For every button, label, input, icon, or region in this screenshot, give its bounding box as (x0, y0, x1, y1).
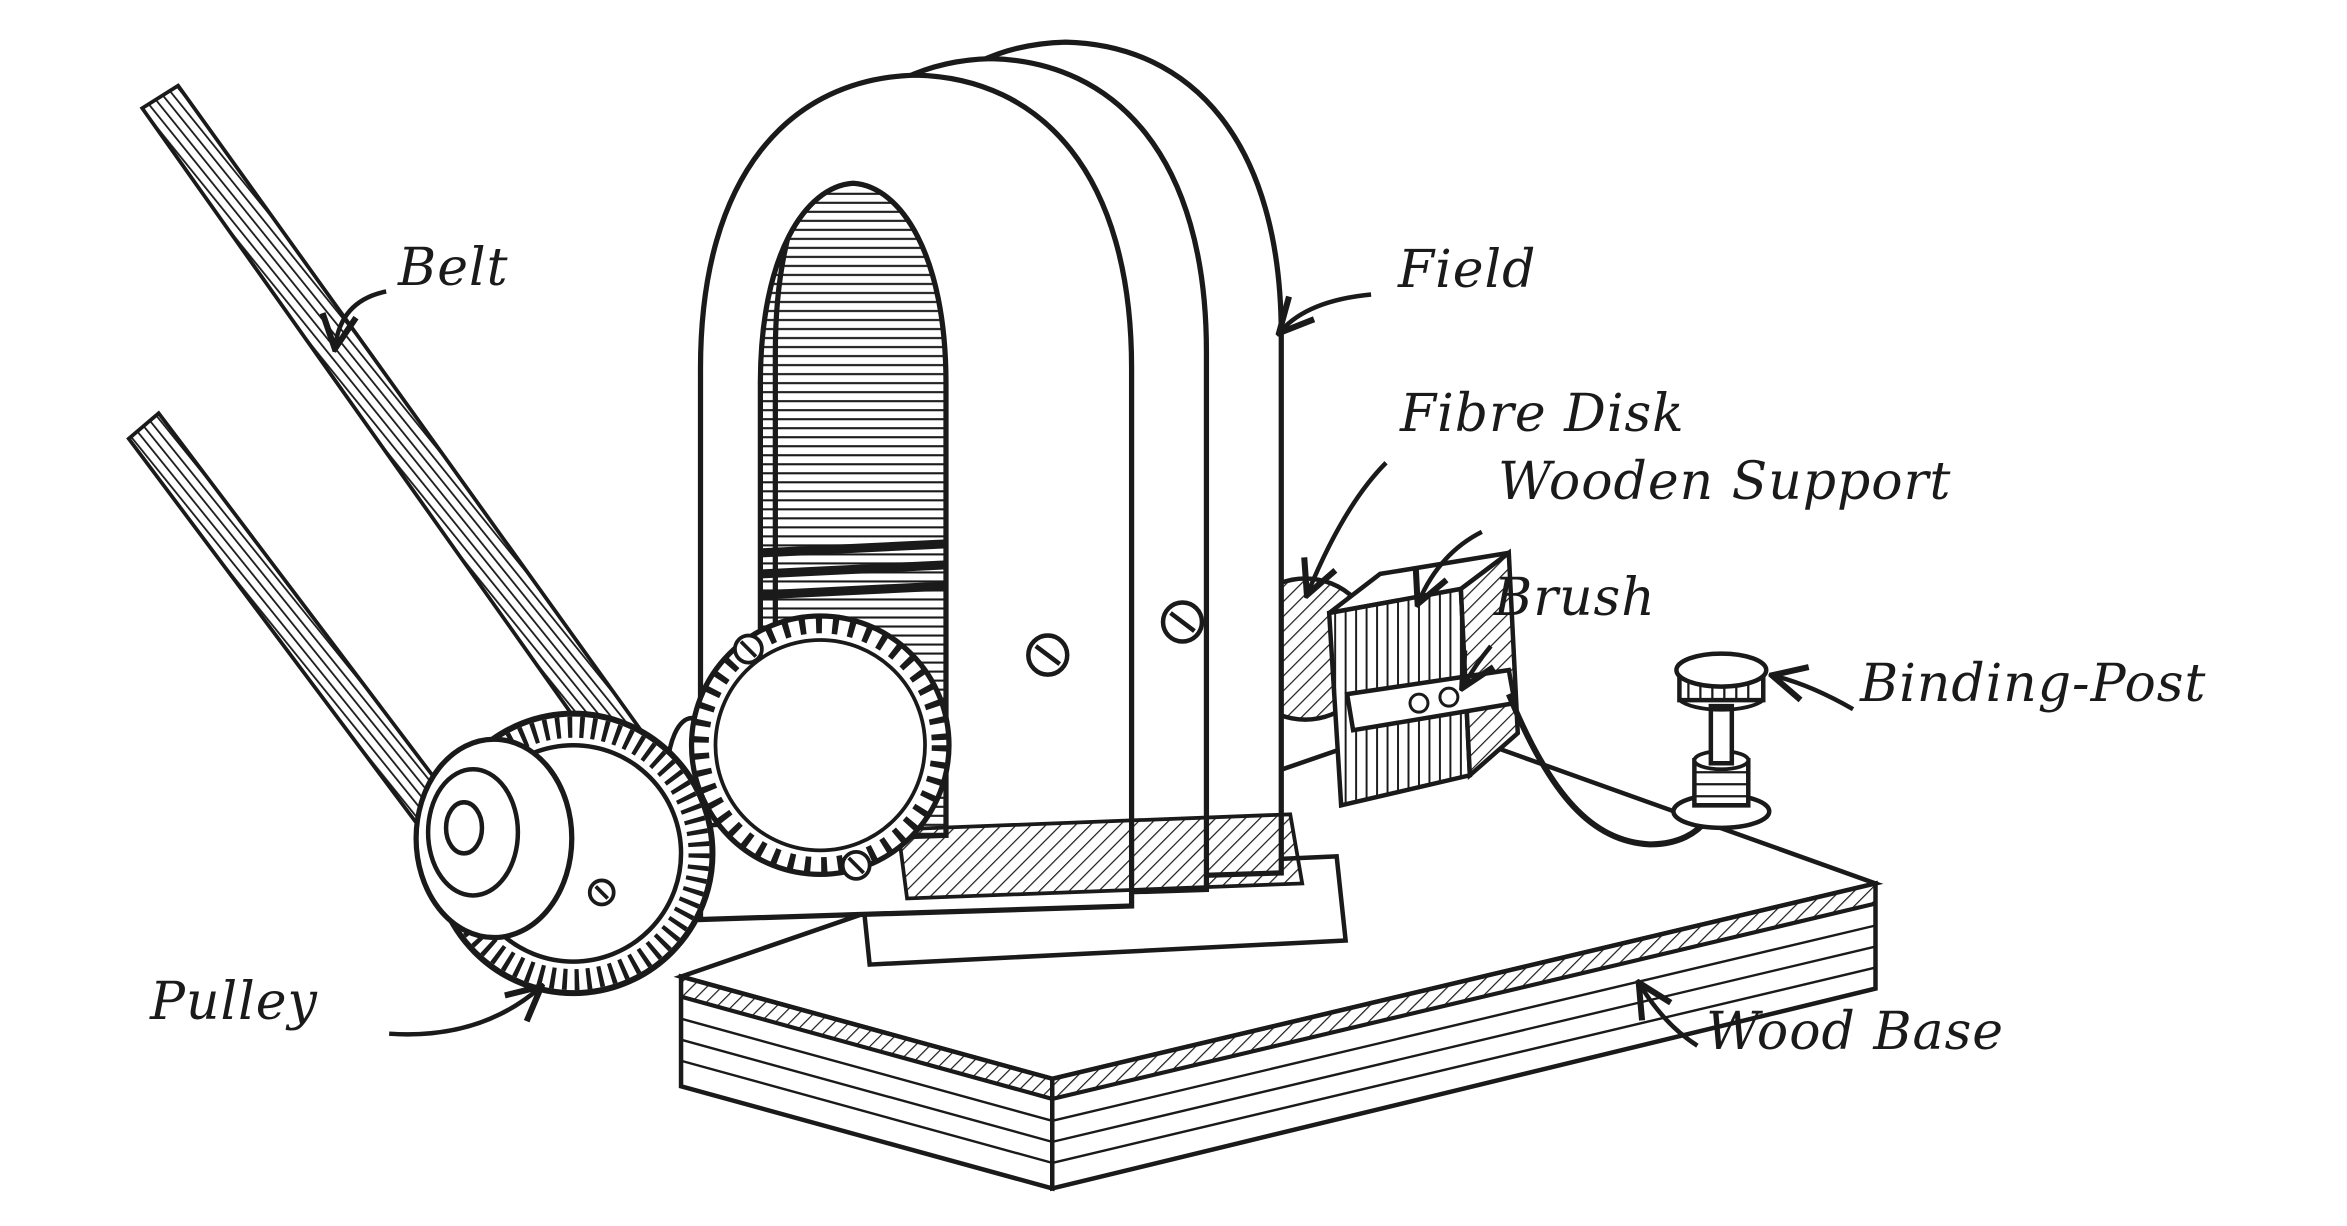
base-edge-chamfer-right (1050, 881, 1878, 1101)
disk-teeth-ring (692, 616, 949, 874)
label-fibre-disk: Fibre Disk (1400, 384, 1685, 444)
binding-post-stem (1708, 703, 1735, 766)
label-pulley: Pulley (150, 972, 318, 1032)
label-field: Field (1398, 240, 1537, 300)
field-leader-line (1281, 292, 1372, 330)
leader-lines (335, 289, 1855, 1048)
disk-screw-1 (733, 633, 764, 665)
belt-upper-run (139, 83, 668, 793)
fibre-disk-leader-line (1308, 461, 1388, 592)
label-wood-base: Wood Base (1706, 1002, 2005, 1062)
armature-core-bars (760, 539, 947, 600)
label-belt: Belt (398, 238, 509, 298)
pulley-shape (413, 710, 716, 997)
wood-base-leader-line (1641, 986, 1699, 1048)
brush-wire (1506, 692, 1709, 848)
brush-screw-2 (1438, 686, 1460, 708)
binding-post-thumb-head (1674, 651, 1769, 689)
label-wooden-support: Wooden Support (1498, 452, 1952, 512)
binding-post-leader-line (1775, 676, 1855, 712)
armature-disk-shape (688, 613, 952, 881)
field-foot-strip (895, 812, 1305, 901)
label-brush: Brush (1494, 568, 1656, 628)
pulley-shaft-bore (443, 800, 485, 856)
field-bolt-1 (1026, 633, 1070, 677)
wooden-support-leader-line (1419, 529, 1483, 601)
belt-leader-line (335, 289, 387, 345)
disk-screw-2 (840, 850, 872, 881)
field-bolt-2 (1160, 600, 1205, 644)
binding-post-shape (1671, 651, 1772, 831)
pulley-knurl-ring (437, 716, 710, 991)
pulley-leader-line (389, 989, 539, 1037)
pulley-screw (587, 878, 616, 907)
brush-leader-line (1464, 644, 1491, 685)
label-binding-post: Binding-Post (1860, 654, 2207, 714)
brush-screw-1 (1408, 692, 1430, 714)
